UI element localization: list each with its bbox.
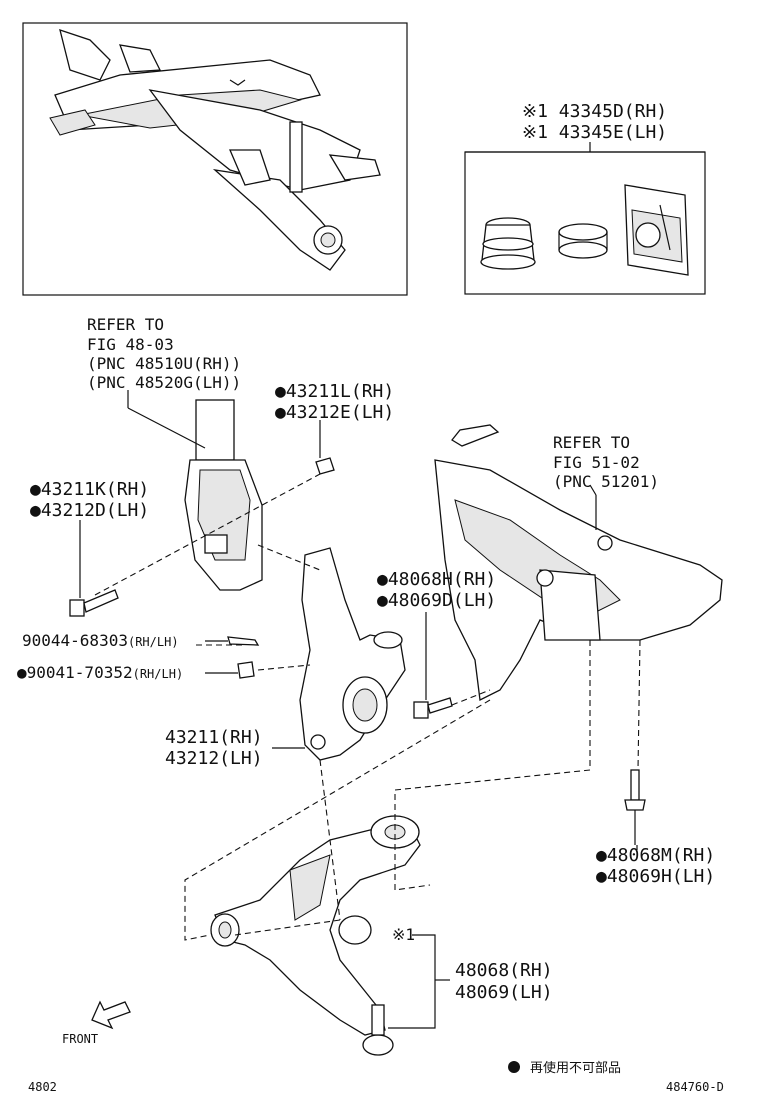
nut-small [237, 661, 255, 679]
bolt-right-label-1: ●48068M(RH) [596, 845, 715, 866]
bolt-left-label-1: ●43211K(RH) [30, 479, 149, 500]
bolt-left-label-2: ●43212D(LH) [30, 500, 149, 521]
boot-kit-label-1: ※1 43345D(RH) [522, 101, 667, 122]
strut-assembly [127, 390, 263, 591]
crossmember-ref-line-3: (PNC 51201) [553, 472, 659, 491]
strut-ref-line-3: (PNC 48510U(RH)) [87, 354, 241, 373]
bolt-right-label-2: ●48069H(LH) [596, 866, 715, 887]
overview-inset [22, 22, 408, 296]
boot-kit-box [464, 142, 706, 295]
nut-part-side: (RH/LH) [133, 667, 184, 681]
knuckle-label-1: 43211(RH) [165, 727, 263, 748]
nut-part-label: ●90041-70352(RH/LH) [17, 663, 183, 682]
pin-part-side: (RH/LH) [128, 635, 179, 649]
front-label: FRONT [62, 1032, 98, 1046]
nut-top-label-1: ●43211L(RH) [275, 381, 394, 402]
pin-part-label: 90044-68303(RH/LH) [22, 631, 179, 650]
legend-dot-icon [508, 1061, 520, 1073]
lower-control-arm [210, 815, 421, 1056]
knuckle-label-2: 43212(LH) [165, 748, 263, 769]
crossmember-ref-line-1: REFER TO [553, 433, 630, 452]
fasteners [69, 420, 646, 845]
arm-mark: ※1 [392, 925, 415, 944]
nut-top [315, 420, 335, 475]
arm-label-1: 48068(RH) [455, 960, 553, 981]
crossmember [434, 424, 723, 701]
pin-part-number: 90044-68303 [22, 631, 128, 650]
bolt-mid-label-2: ●48069D(LH) [377, 590, 496, 611]
crossmember-ref-line-2: FIG 51-02 [553, 453, 640, 472]
bolt-right [624, 769, 646, 845]
footer-right: 484760-D [666, 1080, 724, 1094]
bolt-mid [413, 612, 453, 719]
strut-ref-line-1: REFER TO [87, 315, 164, 334]
clamp-ring [558, 223, 608, 259]
nut-part-number: ●90041-70352 [17, 663, 133, 682]
bolt-mid-label-1: ●48068H(RH) [377, 569, 496, 590]
dust-boot [480, 217, 536, 270]
nut-top-label-2: ●43212E(LH) [275, 402, 394, 423]
arm-label-2: 48069(LH) [455, 982, 553, 1003]
steering-knuckle [299, 547, 406, 761]
bolt-left [69, 520, 119, 617]
cotter-pin [227, 636, 260, 646]
assembly-lines [94, 473, 641, 941]
strut-ref-line-2: FIG 48-03 [87, 335, 174, 354]
legend-text: 再使用不可部品 [530, 1060, 621, 1076]
footer-left: 4802 [28, 1080, 57, 1094]
strut-ref-line-4: (PNC 48520G(LH)) [87, 373, 241, 392]
front-arrow-icon [91, 1000, 131, 1030]
boot-kit-label-2: ※1 43345E(LH) [522, 122, 667, 143]
leader-lines [205, 484, 638, 1029]
grease-packet [624, 184, 689, 276]
labels: ※1 43345D(RH) ※1 43345E(LH) REFER TO FIG… [17, 101, 724, 1094]
